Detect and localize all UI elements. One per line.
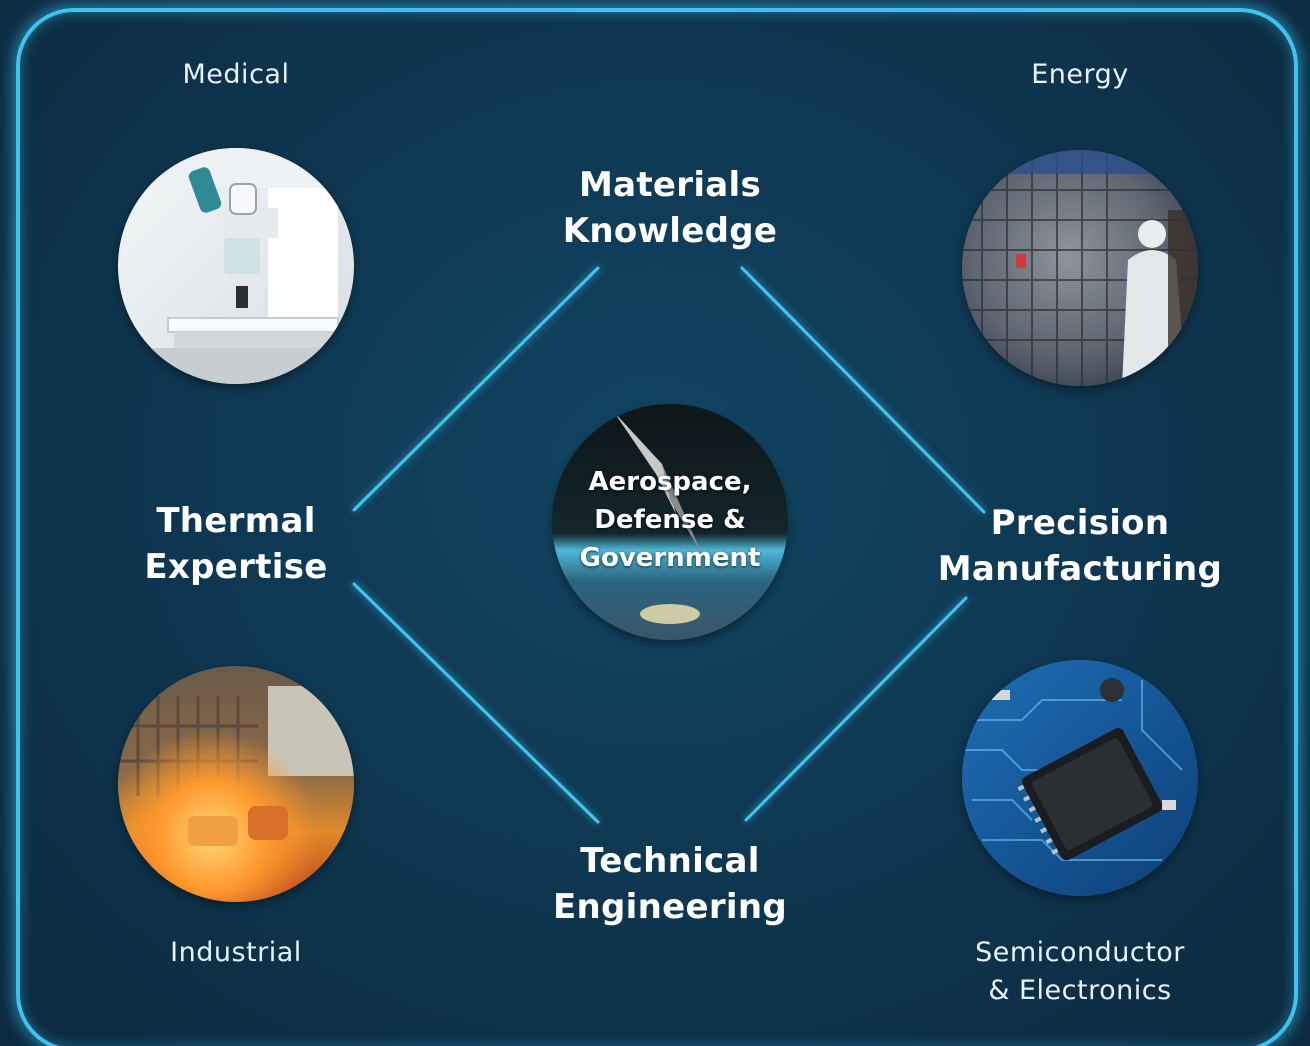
capability-materials-knowledge: Materials Knowledge <box>520 162 820 254</box>
capability-technical-line1: Technical <box>580 841 760 881</box>
capability-thermal-line2: Expertise <box>144 547 328 587</box>
capability-thermal-expertise: Thermal Expertise <box>96 498 376 590</box>
connector-precision-technical <box>744 596 968 822</box>
connector-materials-thermal <box>352 266 600 512</box>
connector-thermal-technical <box>352 582 600 824</box>
industrial-photo <box>118 666 354 902</box>
connector-materials-precision <box>740 266 986 514</box>
capability-thermal-line1: Thermal <box>156 501 316 541</box>
semiconductor-photo <box>962 660 1198 896</box>
sector-label-industrial: Industrial <box>170 937 302 968</box>
capability-precision-line2: Manufacturing <box>937 549 1223 589</box>
energy-photo <box>962 150 1198 386</box>
center-label-line2: Defense & <box>594 505 746 535</box>
sector-label-medical: Medical <box>182 59 290 90</box>
capability-materials-line1: Materials <box>578 165 762 205</box>
capability-technical-line2: Engineering <box>552 887 787 927</box>
glowing-frame <box>16 8 1298 1046</box>
sector-label-semiconductor: Semiconductor & Electronics <box>930 934 1230 1010</box>
capability-precision-line1: Precision <box>990 503 1170 543</box>
center-label-line1: Aerospace, <box>588 467 752 497</box>
capability-technical-engineering: Technical Engineering <box>520 838 820 930</box>
sector-label-semiconductor-line2: & Electronics <box>988 975 1172 1006</box>
sector-label-semiconductor-line1: Semiconductor <box>975 937 1185 968</box>
capability-materials-line2: Knowledge <box>562 211 778 251</box>
center-photo <box>552 404 788 640</box>
medical-photo <box>118 148 354 384</box>
center-label-line3: Government <box>579 543 761 573</box>
capability-precision-manufacturing: Precision Manufacturing <box>930 500 1230 592</box>
sector-label-energy: Energy <box>1031 59 1129 90</box>
center-label: Aerospace, Defense & Government <box>552 463 788 577</box>
